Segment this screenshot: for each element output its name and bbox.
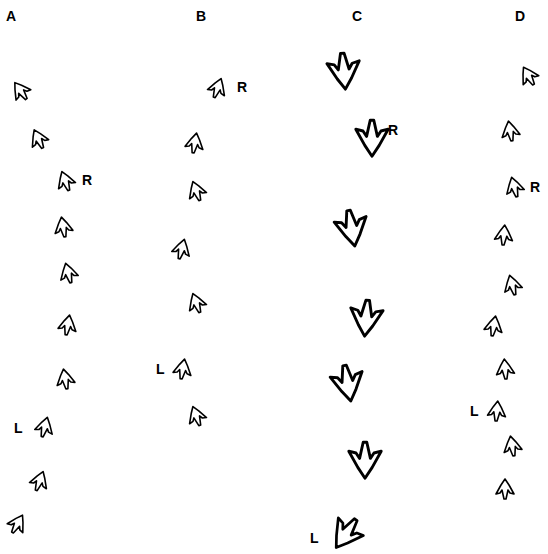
- foot-side-label: L: [470, 403, 479, 419]
- footprint: [494, 224, 514, 245]
- footprint: [57, 314, 78, 337]
- foot-side-label: L: [14, 420, 23, 436]
- footprint: [326, 52, 361, 91]
- footprint: [55, 368, 76, 391]
- footprint: [333, 208, 371, 249]
- footprint: [496, 479, 514, 499]
- footprint: [329, 363, 367, 404]
- footprint: [184, 290, 208, 315]
- footprint: [324, 511, 369, 554]
- footprint: [501, 273, 524, 297]
- trackway-d: [483, 63, 541, 499]
- footprint: [57, 261, 80, 285]
- footprint: [172, 358, 193, 381]
- trackway-b: [170, 75, 229, 428]
- footprint: [483, 315, 504, 338]
- footprint: [348, 299, 383, 338]
- footprint: [516, 63, 542, 89]
- panel-letter: C: [352, 8, 362, 24]
- footprint: [502, 435, 523, 458]
- foot-side-label: L: [310, 530, 319, 546]
- trackway-a: [5, 77, 80, 537]
- footprint: [206, 75, 230, 100]
- footprint: [184, 178, 208, 203]
- foot-side-label: R: [530, 179, 540, 195]
- foot-side-label: R: [82, 172, 92, 188]
- footprint: [356, 120, 388, 156]
- trackway-c: [324, 52, 389, 554]
- footprint: [349, 442, 381, 478]
- footprint: [53, 216, 74, 239]
- panel-letter: D: [515, 8, 525, 24]
- footprint: [33, 415, 56, 439]
- footprint: [5, 511, 31, 537]
- panel-letter: B: [196, 8, 206, 24]
- footprint: [53, 168, 77, 193]
- footprint: [170, 237, 193, 261]
- footprint: [26, 126, 51, 152]
- footprint: [184, 132, 205, 155]
- footprint: [487, 400, 507, 421]
- footprint: [184, 403, 208, 428]
- panel-letter: A: [6, 8, 16, 24]
- footprint: [7, 77, 33, 104]
- footprint: [500, 120, 521, 143]
- foot-side-label: R: [388, 122, 398, 138]
- footprint: [28, 468, 52, 493]
- foot-side-label: L: [156, 361, 165, 377]
- footprint: [503, 175, 526, 199]
- foot-side-label: R: [237, 79, 247, 95]
- footprint: [495, 358, 515, 379]
